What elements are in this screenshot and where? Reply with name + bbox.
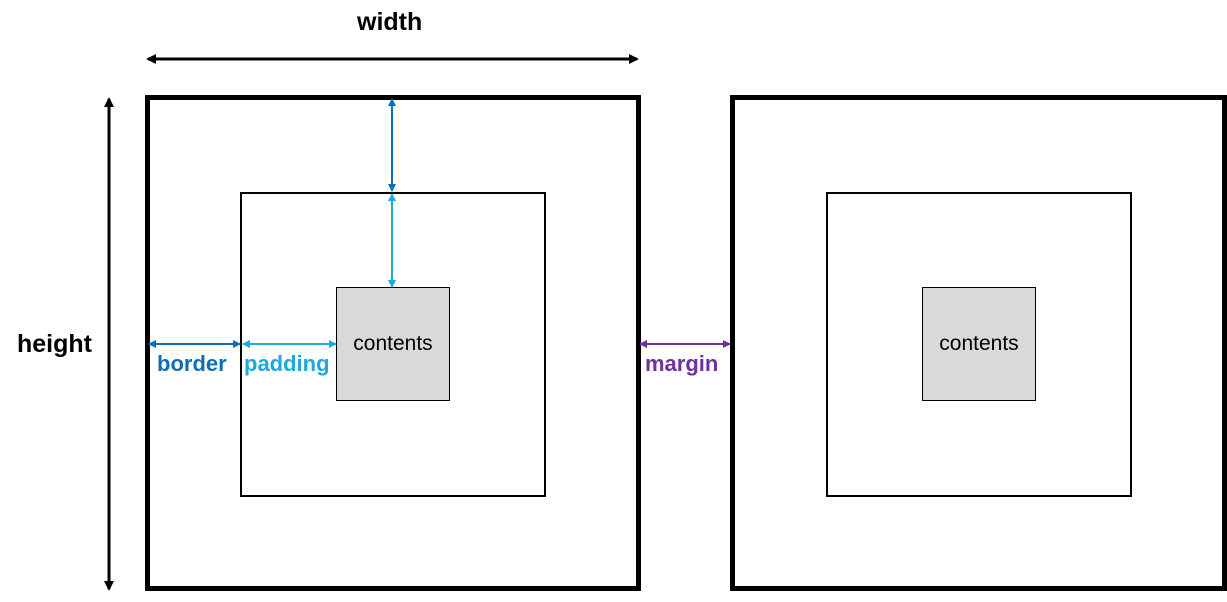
height-label: height [17,330,92,358]
width-label: width [357,8,423,36]
border-label: border [157,351,227,376]
contents-label-right: contents [939,332,1019,355]
margin-label: margin [645,351,719,376]
padding-label: padding [244,351,330,376]
contents-box-right: contents [922,287,1036,401]
contents-box-left: contents [336,287,450,401]
contents-label-left: contents [353,332,433,355]
